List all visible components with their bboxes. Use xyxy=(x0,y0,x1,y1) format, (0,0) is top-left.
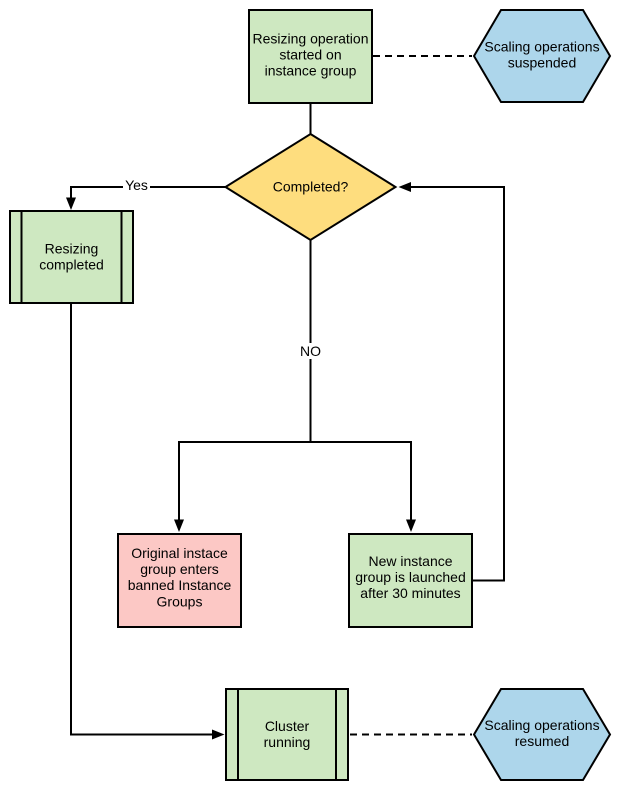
svg-text:Groups: Groups xyxy=(157,593,203,609)
svg-text:Original instace: Original instace xyxy=(131,545,228,561)
svg-text:suspended: suspended xyxy=(508,55,577,71)
svg-text:started on: started on xyxy=(279,47,341,63)
svg-text:running: running xyxy=(264,734,311,750)
svg-text:banned Instance: banned Instance xyxy=(128,577,232,593)
svg-text:instance group: instance group xyxy=(265,63,357,79)
svg-text:group is launched: group is launched xyxy=(355,569,466,585)
svg-text:Scaling operations: Scaling operations xyxy=(484,717,599,733)
svg-text:resumed: resumed xyxy=(515,733,569,749)
svg-text:NO: NO xyxy=(300,343,321,359)
svg-text:Resizing: Resizing xyxy=(45,241,99,257)
svg-text:Resizing operation: Resizing operation xyxy=(253,31,369,47)
svg-text:Cluster: Cluster xyxy=(265,718,310,734)
svg-text:Yes: Yes xyxy=(125,177,148,193)
svg-text:completed: completed xyxy=(39,257,104,273)
svg-text:after 30 minutes: after 30 minutes xyxy=(360,585,460,601)
svg-text:New instance: New instance xyxy=(368,553,452,569)
svg-text:Completed?: Completed? xyxy=(273,179,349,195)
svg-text:Scaling operations: Scaling operations xyxy=(484,39,599,55)
svg-text:group enters: group enters xyxy=(140,561,219,577)
